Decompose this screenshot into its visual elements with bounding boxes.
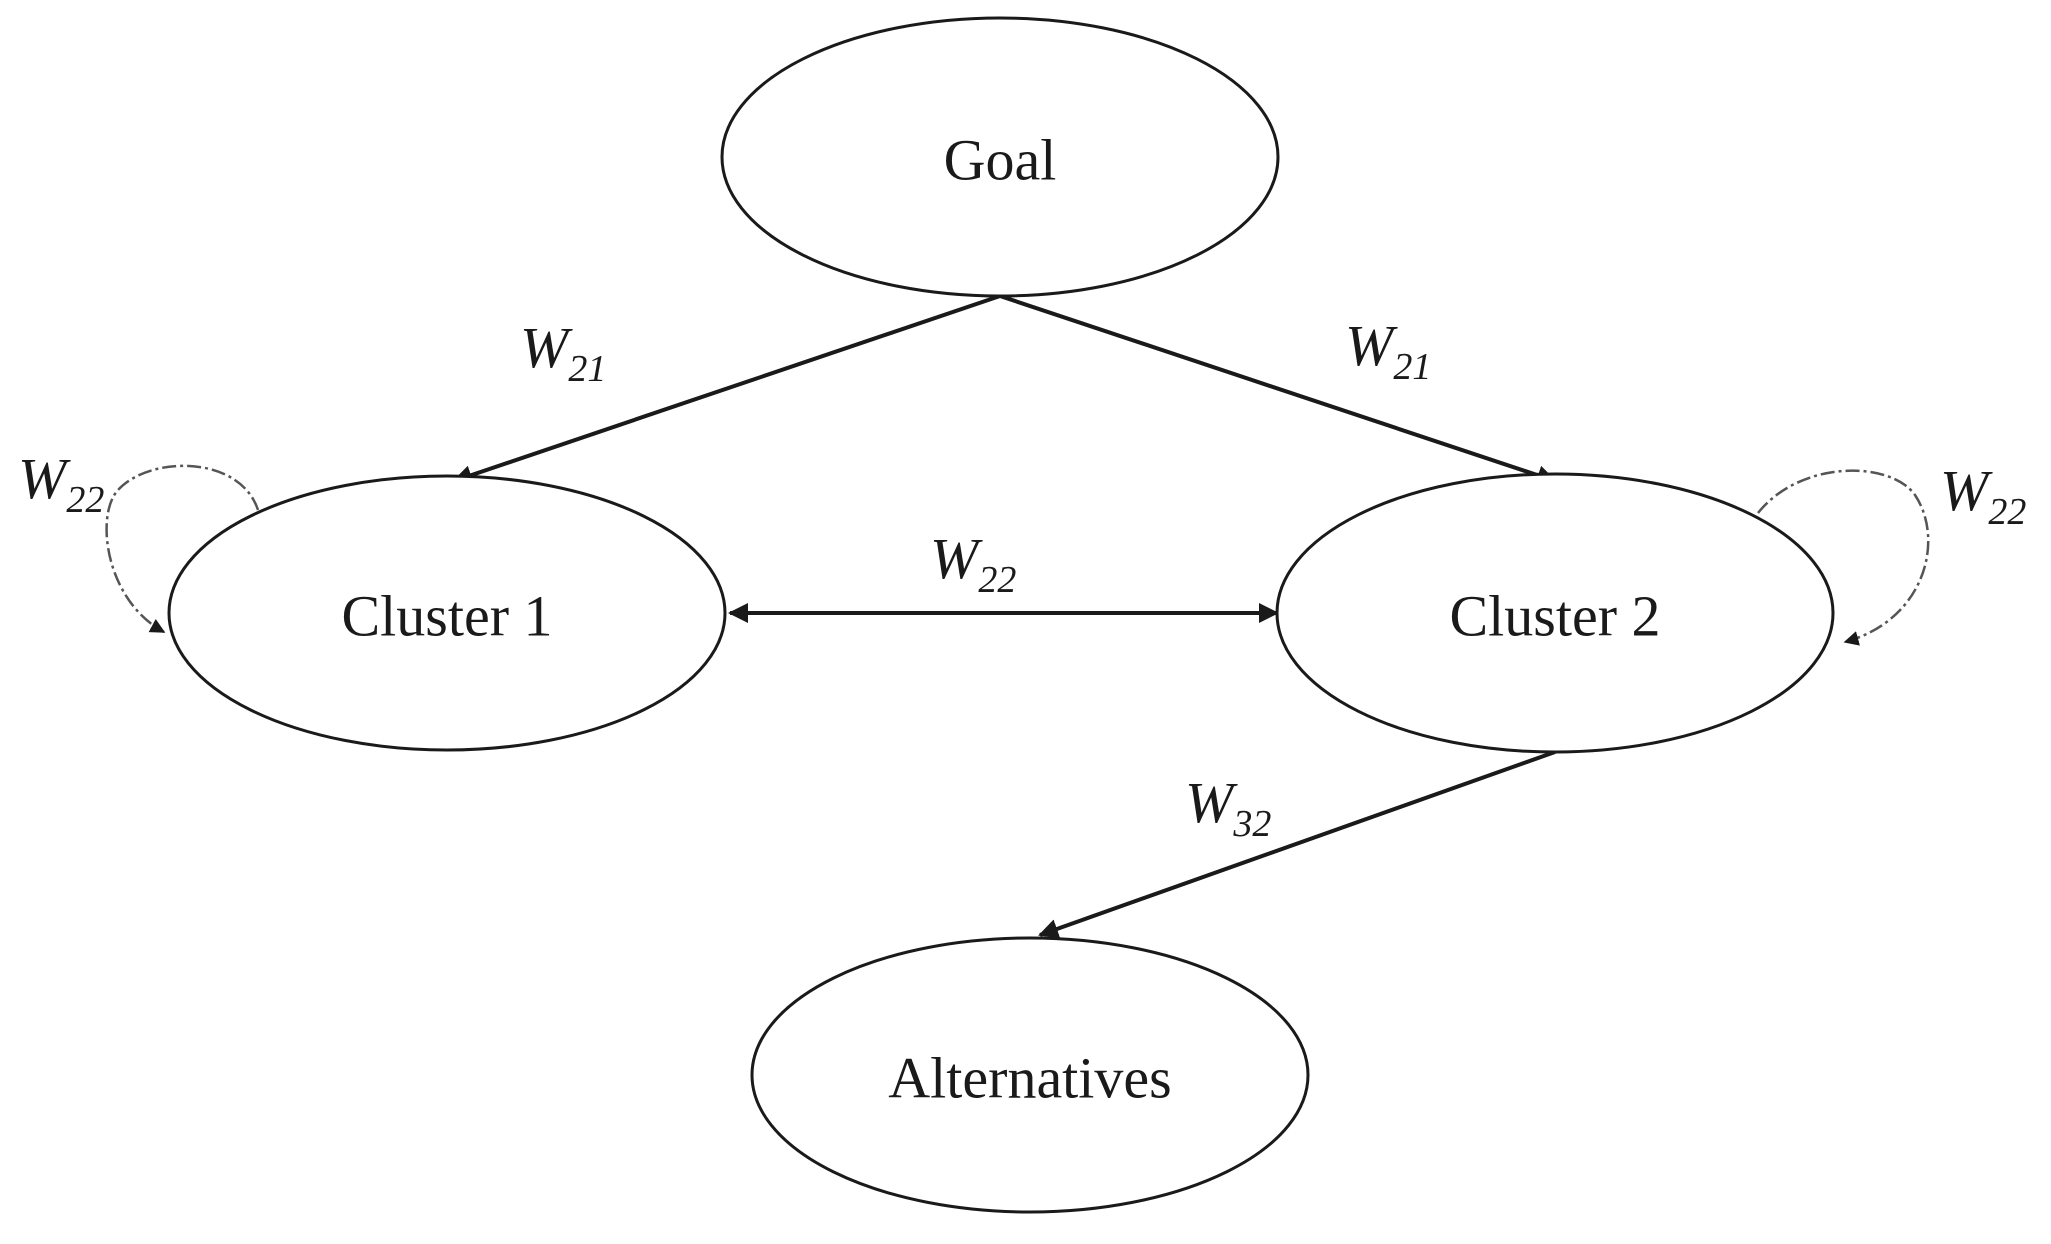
label-cluster1-cluster2: W22 xyxy=(930,526,1016,601)
label-goal-to-cluster2: W21 xyxy=(1345,313,1431,388)
node-goal: Goal xyxy=(720,16,1280,298)
node-cluster1: Cluster 1 xyxy=(167,474,727,752)
edge-cluster2-to-alternatives xyxy=(1038,750,1556,939)
node-cluster1-label: Cluster 1 xyxy=(341,584,552,649)
label-cluster2-to-alternatives: W32 xyxy=(1185,770,1271,845)
edge-goal-to-cluster1 xyxy=(452,294,1001,485)
label-cluster1-loop: W22 xyxy=(18,446,104,521)
node-cluster2: Cluster 2 xyxy=(1275,472,1835,754)
node-goal-label: Goal xyxy=(944,128,1057,193)
loop-cluster2 xyxy=(1757,469,1930,646)
label-goal-to-cluster1: W21 xyxy=(520,315,606,390)
label-cluster2-loop: W22 xyxy=(1940,458,2026,533)
node-alternatives-label: Alternatives xyxy=(888,1046,1171,1111)
loop-cluster1 xyxy=(105,464,260,634)
node-cluster2-label: Cluster 2 xyxy=(1449,584,1660,649)
node-alternatives: Alternatives xyxy=(750,936,1310,1214)
edge-goal-to-cluster2 xyxy=(999,294,1557,485)
